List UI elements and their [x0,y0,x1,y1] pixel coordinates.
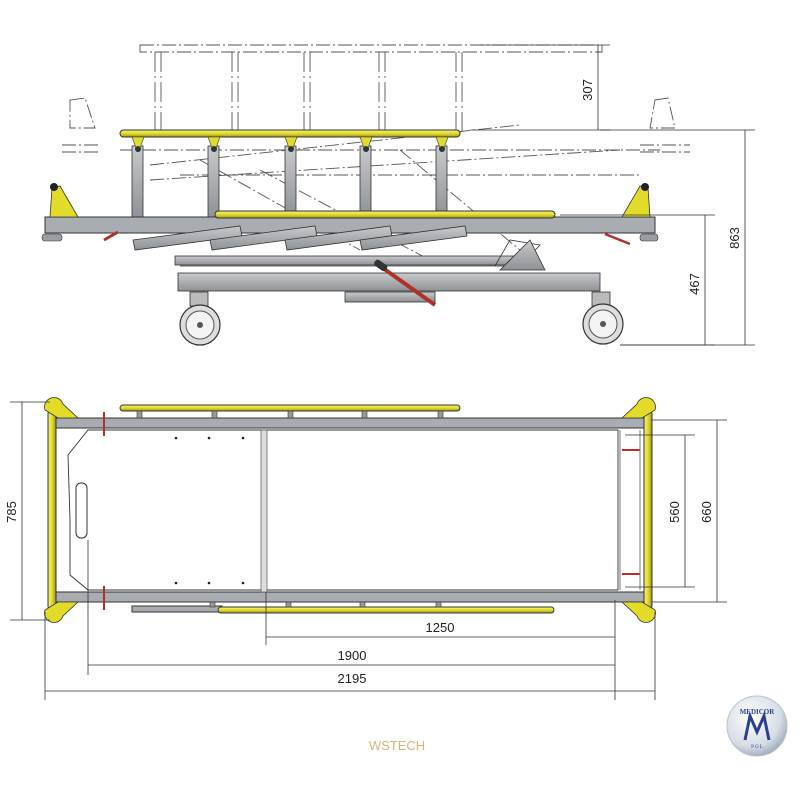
backrest-hinge [260,429,268,593]
top-view-rail-lower [217,606,555,614]
top-view-rail-upper [119,404,461,412]
upper-side-rail [119,129,461,138]
rail-posts [131,145,448,219]
scissor-mechanism [132,225,601,303]
svg-text:MEDICOR: MEDICOR [740,708,776,716]
medicor-logo: MEDICOR P O L [726,695,788,757]
dim-560: 560 [667,501,682,523]
top-view: 785 560 660 1250 1900 2195 [4,397,727,700]
dim-660: 660 [699,501,714,523]
dim-2195: 2195 [338,671,367,686]
mattress [67,429,619,591]
dim-467: 467 [687,273,702,295]
dim-1900: 1900 [338,648,367,663]
foot-end-bar [643,409,653,611]
watermark: WSTECH [369,738,425,753]
dimension-lines-side [470,44,755,346]
svg-text:P O L: P O L [751,745,763,750]
side-view: 307 863 467 [41,44,755,346]
dim-1250: 1250 [426,620,455,635]
pump-handle [378,264,437,307]
dim-307: 307 [580,79,595,101]
caster-wheel-foot [582,291,624,345]
dim-785: 785 [4,501,19,523]
head-end-bar [47,409,57,611]
mattress-handle-slot [75,482,88,539]
lower-side-rail [214,210,556,219]
caster-wheel-head [179,291,221,346]
dimension-lines-top [10,401,727,700]
main-frame [44,216,656,234]
dim-863: 863 [727,227,742,249]
